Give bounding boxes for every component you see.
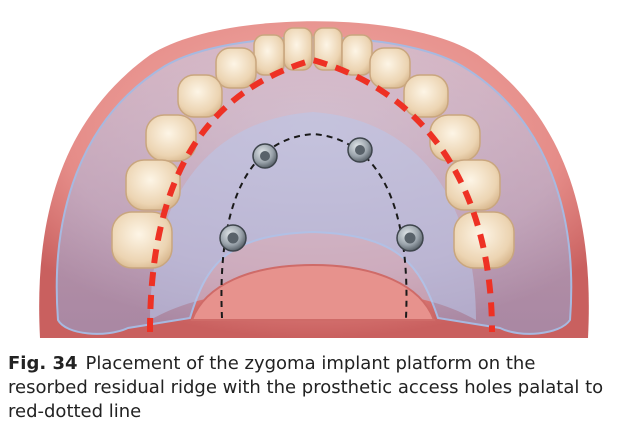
palate bbox=[150, 112, 476, 320]
residual-ridge bbox=[190, 263, 436, 321]
red-dotted-line bbox=[147, 56, 495, 333]
figure-label: Fig. 34 bbox=[8, 353, 78, 374]
figure-illustration bbox=[39, 21, 589, 338]
teeth bbox=[111, 27, 515, 269]
access-hole-3 bbox=[219, 224, 247, 252]
access-hole-4 bbox=[396, 224, 424, 252]
figure-caption-text: Placement of the zygoma implant platform… bbox=[8, 353, 604, 422]
access-hole-2 bbox=[347, 137, 373, 163]
access-hole-1 bbox=[252, 143, 278, 169]
